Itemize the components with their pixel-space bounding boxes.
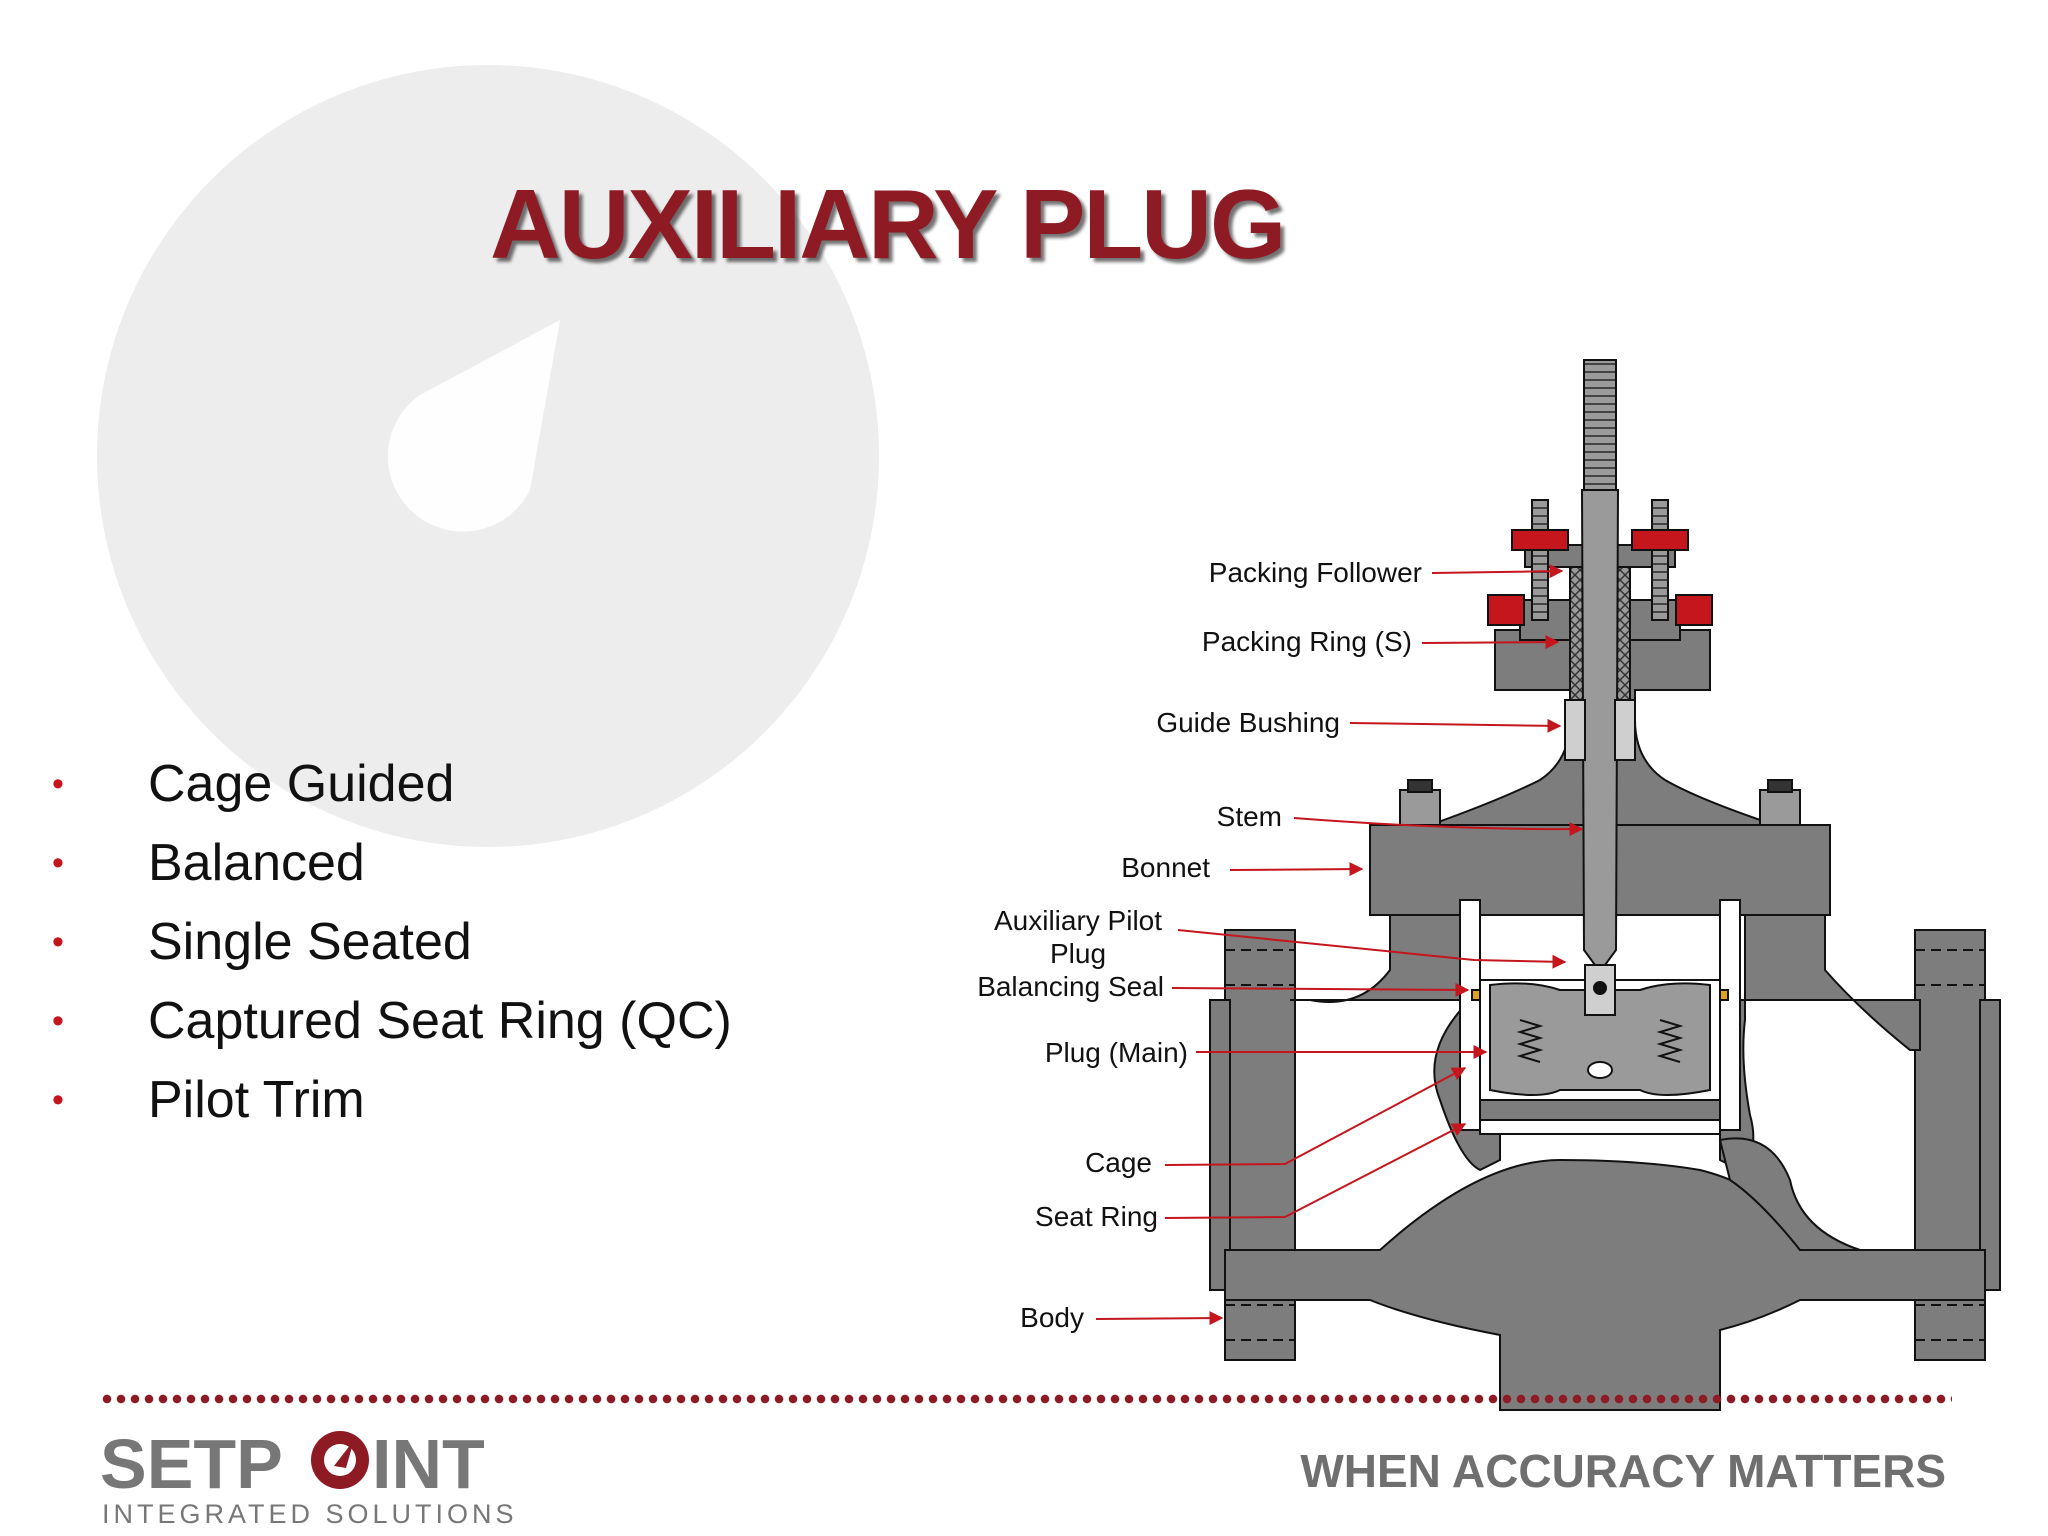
label-plug-main: Plug (Main) — [1045, 1037, 1188, 1068]
label-cage: Cage — [1085, 1147, 1152, 1178]
label-body: Body — [1020, 1302, 1084, 1333]
label-auxiliary-pilot: Auxiliary Pilot — [994, 905, 1162, 936]
diagram-labels: Packing Follower Packing Ring (S) Guide … — [977, 557, 1422, 1333]
leader-arrows — [1095, 564, 1584, 1326]
label-packing-follower: Packing Follower — [1209, 557, 1422, 588]
bullet-icon: • — [52, 923, 64, 961]
label-guide-bushing: Guide Bushing — [1156, 707, 1340, 738]
label-balancing-seal: Balancing Seal — [977, 971, 1164, 1002]
svg-text:INTEGRATED SOLUTIONS: INTEGRATED SOLUTIONS — [102, 1499, 518, 1529]
setpoint-logo: SETP INT INTEGRATED SOLUTIONS — [100, 1425, 518, 1529]
valve-cross-section-diagram: Packing Follower Packing Ring (S) Guide … — [977, 359, 2001, 1411]
cage-and-plug — [1459, 899, 1741, 1135]
label-packing-ring: Packing Ring (S) — [1202, 626, 1412, 657]
slide-title: AUXILIARY PLUG — [490, 169, 1286, 279]
label-seat-ring: Seat Ring — [1035, 1201, 1158, 1232]
svg-text:SETP: SETP — [100, 1425, 283, 1503]
bullet-icon: • — [52, 1002, 64, 1040]
tagline: WHEN ACCURACY MATTERS — [1300, 1445, 1946, 1497]
label-bonnet: Bonnet — [1121, 852, 1210, 883]
footer-dotted-divider — [100, 1394, 1952, 1404]
label-auxiliary-pilot-plug: Plug — [1050, 938, 1106, 969]
label-stem: Stem — [1217, 801, 1282, 832]
valve-body — [1209, 914, 2001, 1411]
gauge-o-icon — [311, 1431, 369, 1489]
bullet-icon: • — [52, 1081, 64, 1119]
bullet-icon: • — [52, 765, 64, 803]
bullet-icon: • — [52, 844, 64, 882]
svg-text:INT: INT — [372, 1425, 485, 1503]
